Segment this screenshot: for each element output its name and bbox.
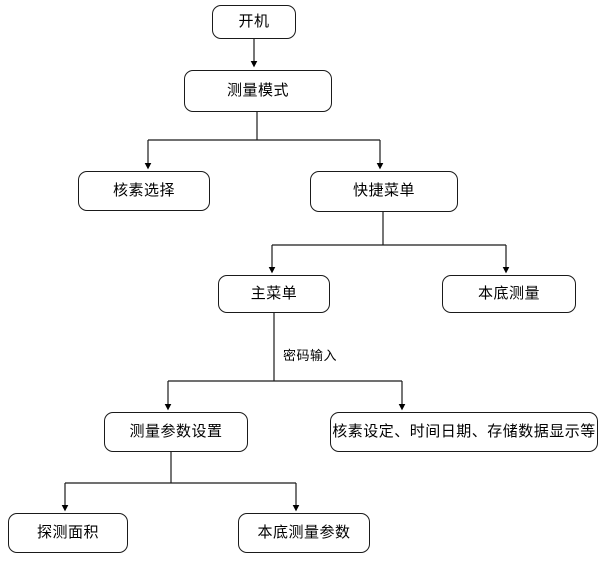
edge-label-password-input: 密码输入 (283, 348, 338, 363)
node-main-menu[interactable]: 主菜单 (218, 275, 330, 313)
node-measure-mode[interactable]: 测量模式 (184, 70, 332, 112)
node-measurement-parameter-setting[interactable]: 测量参数设置 (104, 412, 248, 452)
node-quick-menu[interactable]: 快捷菜单 (310, 171, 458, 212)
node-nuclide-select[interactable]: 核素选择 (78, 171, 210, 211)
node-power-on[interactable]: 开机 (212, 5, 296, 39)
node-background-measure-parameters[interactable]: 本底测量参数 (238, 513, 370, 553)
node-background-measure[interactable]: 本底测量 (442, 275, 576, 313)
node-other-settings[interactable]: 核素设定、时间日期、存储数据显示等 (330, 412, 598, 452)
node-detection-area[interactable]: 探测面积 (8, 513, 128, 553)
